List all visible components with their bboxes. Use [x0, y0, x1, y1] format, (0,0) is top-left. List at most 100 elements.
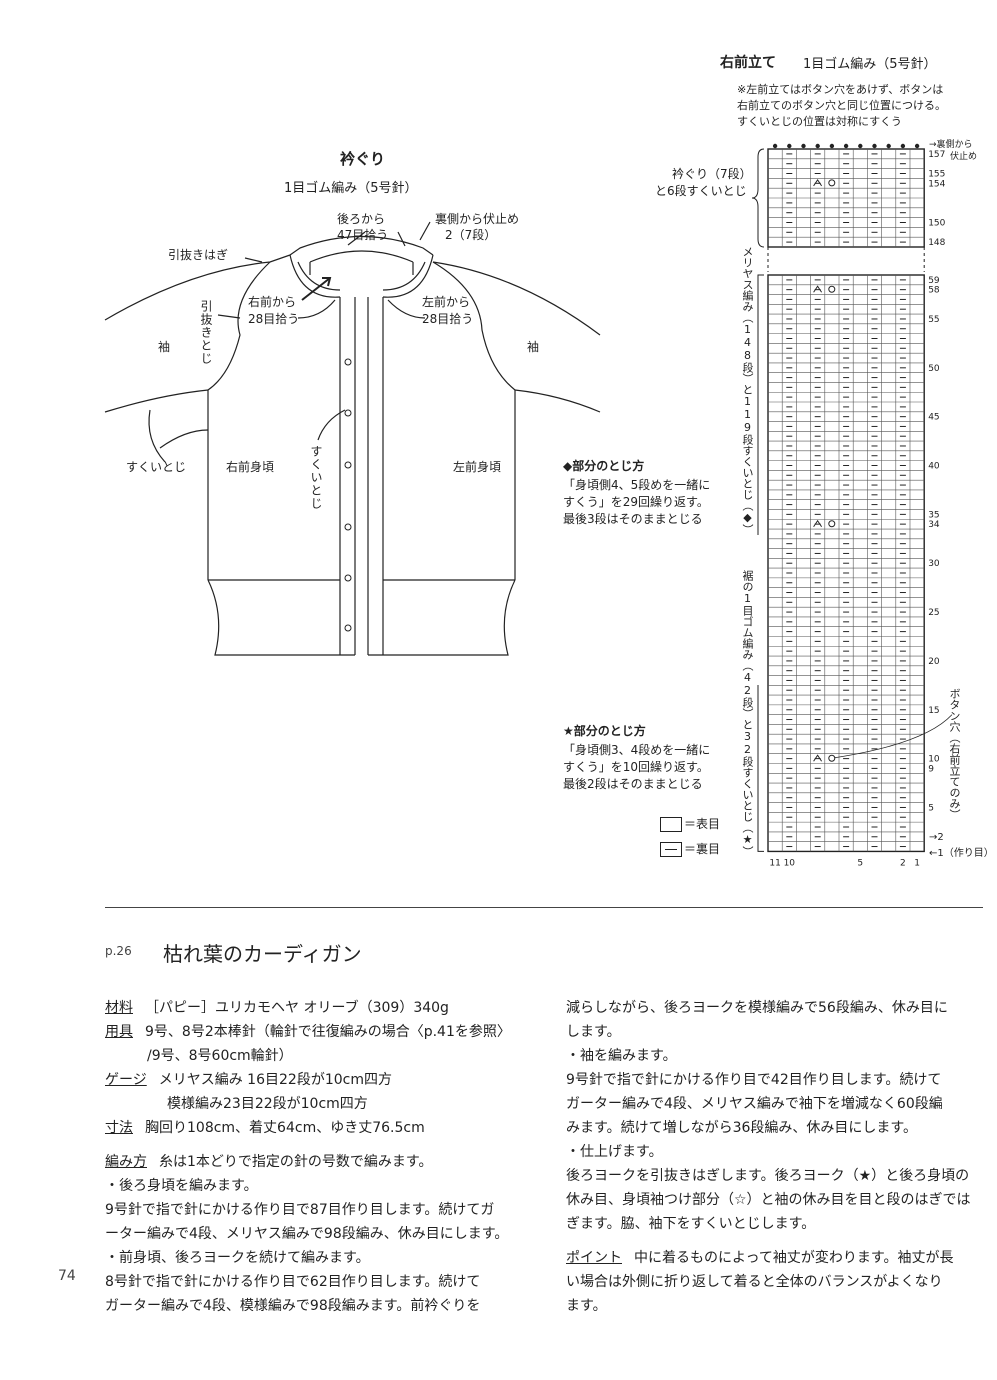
back-pick-line1: 後ろから: [337, 212, 386, 226]
neckband-subtitle: 1目ゴム編み（5号針）: [284, 181, 418, 196]
instruction-line: い場合は外側に折り返して着ると全体のバランスがよくなり: [566, 1270, 991, 1294]
diamond-note-line2: すくう」を29回繰り返す。: [563, 495, 709, 509]
chart-note-line1: ※左前立てはボタン穴をあけず、ボタンは: [737, 83, 944, 96]
cardigan-diagram: [104, 221, 601, 656]
row-label: 25: [928, 608, 939, 618]
neck-brace: [751, 148, 765, 248]
yarn-over-mark: [828, 520, 836, 528]
instruction-line: ・後ろ身頃を編みます。: [105, 1174, 545, 1198]
instruction-text: みます。続けて増しながら36段編み、休み目にします。: [566, 1120, 918, 1136]
chart-subtitle: 1目ゴム編み（5号針）: [803, 57, 937, 72]
bindoff-mark: [815, 143, 820, 149]
button-6: [344, 624, 352, 632]
star-note-line1: 「身頃側3、4段めを一緒に: [563, 743, 711, 757]
instruction-text: 減らしながら、後ろヨークを模様編みで56段編み、休み目に: [566, 1000, 948, 1016]
instruction-line: /9号、8号60cm輪針）: [105, 1044, 545, 1068]
instruction-line: 後ろヨークを引抜きはぎします。後ろヨーク（★）と後ろ身頃の: [566, 1164, 991, 1188]
instruction-line: ぎます。脇、袖下をすくいとじします。: [566, 1212, 991, 1236]
row-label: 30: [928, 559, 940, 569]
row-label: 34: [928, 520, 940, 530]
bindoff-mark: [787, 143, 792, 149]
instruction-line: ・前身頃、後ろヨークを続けて編みます。: [105, 1246, 545, 1270]
column-label: 5: [857, 858, 863, 868]
neck-label-line1: 衿ぐり（7段）: [672, 167, 752, 181]
instruction-line: 休み目、身頃袖つけ部分（☆）と袖の休み目を目と段のはぎでは: [566, 1188, 991, 1212]
row-label: 20: [928, 657, 940, 667]
instruction-line: ーター編みで4段、メリヤス編みで98段編み、休み目にします。: [105, 1222, 545, 1246]
row-label: 50: [928, 364, 940, 374]
k2tog-mark: [813, 754, 823, 762]
section-divider: [105, 907, 983, 908]
instruction-text: ・後ろ身頃を編みます。: [105, 1178, 258, 1194]
back-pick-line2: 47目拾う: [337, 228, 389, 242]
left-front-pick-line2: 28目拾う: [422, 312, 474, 326]
row-label: 154: [928, 179, 945, 189]
sukui-toji-label: すくいとじ: [126, 460, 187, 474]
row-label-1: ←1（作り目）: [929, 848, 994, 859]
bindoff-line1: 裏側から伏止め: [435, 212, 520, 226]
row-label: 59: [928, 276, 940, 286]
instruction-line: ゲージメリヤス編み 16目22段が10cm四方: [105, 1068, 545, 1092]
yarn-over-mark: [828, 754, 836, 762]
instruction-text: メリヤス編み 16目22段が10cm四方: [158, 1072, 392, 1088]
instruction-text: 9号、8号2本棒針（輪針で往復編みの場合〈p.41を参照〉: [145, 1024, 511, 1040]
left-sleeve-label: 袖: [158, 340, 171, 354]
instruction-line: ポイント中に着るものによって袖丈が変わります。袖丈が長: [566, 1246, 991, 1270]
star-note-title: ★部分のとじ方: [563, 724, 646, 738]
chart-title: 右前立て: [720, 55, 776, 71]
instruction-text: 糸は1本どりで指定の針の号数で編みます。: [159, 1154, 433, 1170]
instruction-label: ゲージ: [105, 1072, 147, 1088]
page-number: 74: [58, 1268, 76, 1284]
instruction-text: 胸回り108cm、着丈64cm、ゆき丈76.5cm: [145, 1120, 425, 1136]
button-2: [344, 409, 352, 417]
article-title: 枯れ葉のカーディガン: [163, 942, 362, 966]
hem-label: 裾の1目ゴム編み（42段）と32段すくいとじ（★）: [741, 570, 754, 857]
right-front-body-label: 右前身頃: [226, 460, 275, 474]
yarn-over-mark: [828, 285, 836, 293]
right-sleeve-label: 袖: [527, 340, 540, 354]
bindoff-mark: [843, 143, 849, 149]
row-label: 157: [928, 150, 945, 160]
instruction-text: ーター編みで4段、メリヤス編みで98段編み、休み目にします。: [105, 1226, 509, 1242]
instruction-label: ポイント: [566, 1250, 622, 1266]
knit-symbol-icon: [660, 817, 682, 832]
row-label: 10: [928, 755, 940, 765]
instruction-line: ガーター編みで4段、メリヤス編みで袖下を増減なく60段編: [566, 1092, 991, 1116]
instruction-line: ・仕上げます。: [566, 1140, 991, 1164]
instruction-text: 9号針で指で針にかける作り目で87目作り目します。続けてガ: [105, 1202, 495, 1218]
hikinuki-hagi-label: 引抜きはぎ: [168, 248, 229, 262]
instruction-line: 9号針で指で針にかける作り目で42目作り目します。続けて: [566, 1068, 991, 1092]
row-label: 35: [928, 510, 939, 520]
k2tog-mark: [813, 285, 823, 293]
chart-note-line2: 右前立てのボタン穴と同じ位置につける。: [737, 99, 946, 112]
hem-brace: [757, 685, 764, 852]
instruction-text: ・袖を編みます。: [566, 1048, 677, 1064]
instruction-text: ・仕上げます。: [566, 1144, 663, 1160]
row-label: 148: [928, 238, 945, 248]
bindoff-mark: [858, 143, 863, 149]
star-note-line3: 最後2段はそのままとじる: [563, 777, 703, 791]
button-1: [344, 358, 352, 366]
bindoff-note-line2: 伏止め: [950, 152, 978, 162]
row-label: 9: [928, 764, 934, 774]
right-front-pick-line1: 右前から: [248, 295, 297, 309]
instruction-label: 材料: [105, 1000, 133, 1016]
chart-note-line3: すくいとじの位置は対称にすくう: [737, 115, 902, 128]
k2tog-mark: [813, 519, 823, 528]
bindoff-mark: [886, 143, 891, 149]
row-label: 155: [928, 170, 945, 180]
row-label: 40: [928, 462, 940, 472]
stockinette-label: メリヤス編み（148段）と119段すくいとじ（◆）: [741, 246, 754, 535]
instruction-line: 減らしながら、後ろヨークを模様編みで56段編み、休み目に: [566, 996, 991, 1020]
instruction-text: ガーター編みで4段、メリヤス編みで袖下を増減なく60段編: [566, 1096, 943, 1112]
instruction-line: 模様編み23目22段が10cm四方: [105, 1092, 545, 1116]
instruction-text: ぎます。脇、袖下をすくいとじします。: [566, 1216, 816, 1232]
instruction-text: ［パピー］ユリカモヘヤ オリーブ（309）340g: [145, 1000, 449, 1016]
instruction-text: 8号針で指で針にかける作り目で62目作り目します。続けて: [105, 1274, 481, 1290]
legend-purl: ＝裏目: [660, 840, 720, 857]
hikinuki-toji-label: 引抜きとじ: [199, 300, 213, 365]
column-label: 11: [769, 858, 780, 868]
bindoff-mark: [772, 143, 778, 149]
bindoff-mark: [914, 143, 920, 149]
center-sukui-toji-label: すくいとじ: [309, 445, 323, 510]
